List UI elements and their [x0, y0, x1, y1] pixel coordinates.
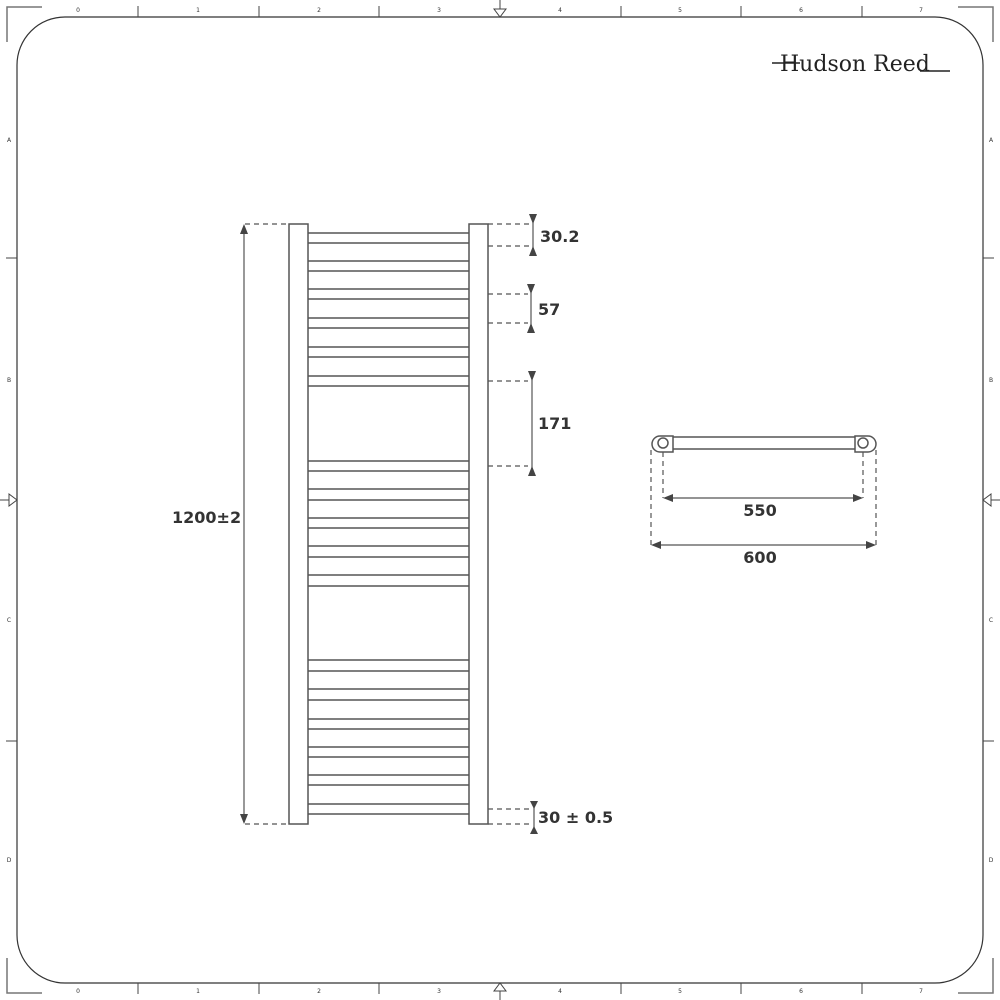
- arrow-down-icon: [527, 284, 535, 294]
- arrow-right-icon: [866, 541, 876, 549]
- svg-text:1: 1: [196, 7, 200, 14]
- arrow-up-icon: [527, 323, 535, 333]
- right-ruler: [983, 257, 994, 742]
- bar-pitch-dimension: [488, 288, 532, 330]
- svg-text:6: 6: [799, 7, 803, 14]
- right-valve-icon: [857, 437, 869, 449]
- top-ruler: [137, 6, 863, 17]
- svg-text:C: C: [7, 617, 11, 624]
- svg-text:5: 5: [678, 988, 682, 995]
- towel-bars: [308, 232, 469, 815]
- right-upright: [468, 223, 489, 825]
- centres-label: 550: [743, 501, 776, 520]
- row-labels-right: A B C D: [989, 137, 994, 864]
- height-label: 1200±2: [172, 508, 241, 527]
- front-view: 1200±2 30.2 57 171: [172, 214, 613, 834]
- svg-text:C: C: [989, 617, 993, 624]
- svg-text:B: B: [989, 377, 993, 384]
- gap-label: 171: [538, 414, 571, 433]
- overall-width-label: 600: [743, 548, 776, 567]
- left-valve-icon: [657, 437, 669, 449]
- svg-text:5: 5: [678, 7, 682, 14]
- centre-marker-right-icon: [982, 493, 992, 507]
- brand-logo: Hudson Reed: [772, 52, 950, 77]
- rail: [671, 436, 857, 450]
- gap-dimension: [488, 376, 533, 470]
- svg-text:2: 2: [317, 7, 321, 14]
- left-ruler: [6, 257, 17, 742]
- bar-pitch-label: 57: [538, 300, 560, 319]
- svg-text:7: 7: [919, 988, 923, 995]
- svg-text:7: 7: [919, 7, 923, 14]
- top-offset-label: 30.2: [540, 227, 579, 246]
- arrow-down-icon: [529, 214, 537, 224]
- svg-text:3: 3: [437, 988, 441, 995]
- centres-dimension: [662, 452, 864, 499]
- centre-marker-top-icon: [493, 8, 507, 18]
- centre-marker-bottom-icon: [493, 982, 507, 992]
- svg-text:A: A: [989, 137, 994, 144]
- svg-text:4: 4: [558, 988, 562, 995]
- arrow-left-icon: [651, 541, 661, 549]
- svg-text:D: D: [989, 857, 994, 864]
- top-offset-dimension: [488, 218, 534, 252]
- svg-text:1: 1: [196, 988, 200, 995]
- height-dimension: [243, 223, 289, 825]
- corner-marks: [6, 6, 994, 994]
- svg-text:4: 4: [558, 7, 562, 14]
- arrow-down-icon: [528, 371, 536, 381]
- left-upright: [288, 223, 309, 825]
- bottom-ruler: [137, 983, 863, 994]
- arrow-up-icon: [528, 466, 536, 476]
- arrow-left-icon: [663, 494, 673, 502]
- bottom-offset-label: 30 ± 0.5: [538, 808, 613, 827]
- arrow-right-icon: [853, 494, 863, 502]
- svg-text:3: 3: [437, 7, 441, 14]
- row-labels-left: A B C D: [7, 137, 12, 864]
- svg-text:2: 2: [317, 988, 321, 995]
- arrow-up-icon: [240, 224, 248, 234]
- overall-width-dimension: [650, 450, 877, 546]
- column-labels-top: 0 1 2 3 4 5 6 7: [76, 7, 923, 14]
- centre-marker-left-icon: [8, 493, 18, 507]
- arrow-down-icon: [240, 814, 248, 824]
- svg-text:0: 0: [76, 7, 80, 14]
- drawing-border: [16, 16, 984, 984]
- arrow-up-icon: [530, 826, 538, 834]
- svg-text:Hudson Reed: Hudson Reed: [780, 52, 930, 77]
- svg-text:6: 6: [799, 988, 803, 995]
- svg-text:B: B: [7, 377, 11, 384]
- column-labels-bottom: 0 1 2 3 4 5 6 7: [76, 988, 923, 995]
- arrow-up-icon: [529, 246, 537, 256]
- bottom-offset-dimension: [488, 804, 535, 830]
- svg-text:0: 0: [76, 988, 80, 995]
- svg-text:D: D: [7, 857, 12, 864]
- side-view: 550 600: [650, 435, 877, 567]
- arrow-down-icon: [530, 801, 538, 809]
- svg-text:A: A: [7, 137, 12, 144]
